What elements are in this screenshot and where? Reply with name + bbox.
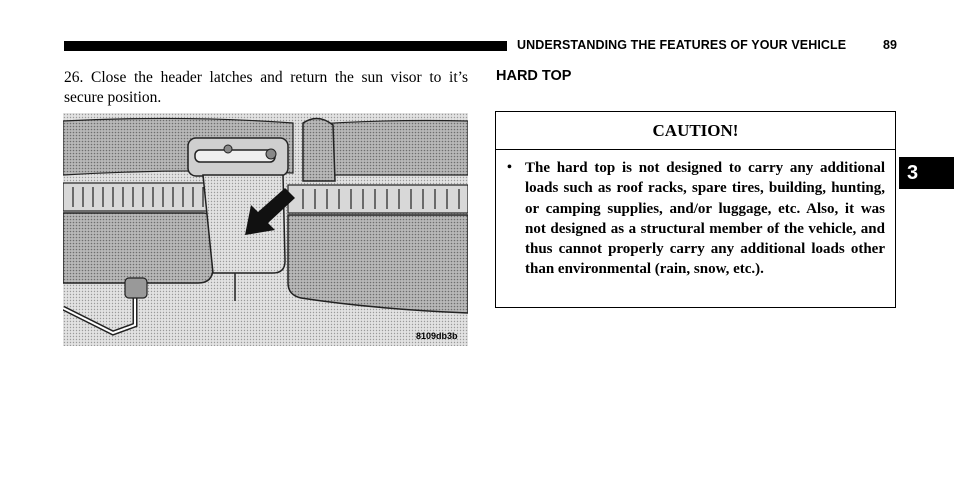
- header-rule: [64, 41, 507, 51]
- caution-title: CAUTION!: [496, 112, 895, 150]
- caution-text: The hard top is not designed to carry an…: [525, 160, 885, 278]
- section-heading: HARD TOP: [496, 68, 572, 84]
- figure-id: 8109db3b: [416, 331, 458, 341]
- header-latch-illustration: [63, 113, 468, 346]
- caution-box: CAUTION! • The hard top is not designed …: [495, 111, 896, 308]
- caution-body: • The hard top is not designed to carry …: [496, 150, 895, 280]
- running-header: UNDERSTANDING THE FEATURES OF YOUR VEHIC…: [517, 38, 847, 52]
- chapter-tab: 3: [899, 157, 954, 189]
- step-instruction: 26. Close the header latches and return …: [64, 69, 468, 106]
- bullet-icon: •: [507, 160, 512, 175]
- page-number: 89: [883, 38, 897, 52]
